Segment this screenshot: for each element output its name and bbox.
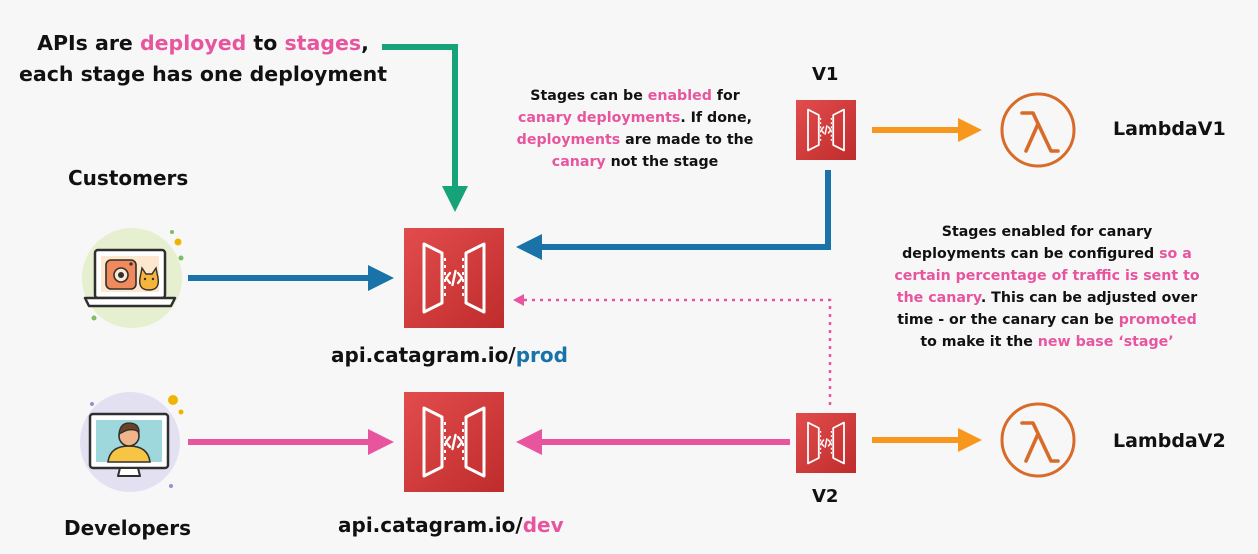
note-highlight: promoted [1118,312,1197,328]
note-text: to make it the [920,334,1038,350]
note-highlight: deployments [516,132,621,148]
note-highlight: enabled [647,88,712,104]
developers-label: Developers [64,516,192,540]
lambda-v1-label: LambdaV1 [1113,118,1226,140]
note-text: not the stage [605,154,719,170]
arrow-green-deploy [382,44,468,212]
note-text: Stages can be [530,88,648,104]
arrow-v1-to-lambda [872,118,982,142]
api-gateway-v1-icon [796,99,856,161]
api-gateway-v2-icon [796,412,856,474]
v1-label: V1 [812,64,839,85]
lambda-v2-label: LambdaV2 [1113,430,1226,452]
title-text: APIs are [37,31,140,55]
title-line-2: each stage has one deployment [18,62,388,86]
arrow-v1-to-prod [516,170,831,260]
note-text: Stages enabled for canary [941,224,1153,240]
endpoint-stage-dev: dev [522,513,564,537]
endpoint-base: api.catagram.io/ [331,343,516,367]
v2-label: V2 [812,486,839,507]
arrow-developers-to-dev [188,429,394,455]
arrow-v2-to-dev [516,429,790,455]
note-text: are made to the [620,132,754,148]
title-highlight-stages: stages [284,31,362,55]
arrow-v2-to-lambda [872,428,982,452]
lambda-v1-icon [1000,92,1076,168]
traffic-split-note: Stages enabled for canary deployments can… [872,221,1222,353]
title-text: , [361,31,369,55]
note-highlight: certain percentage of traffic is sent to [894,268,1200,284]
note-text: time - or the canary can be [897,312,1119,328]
diagram-title: APIs are deployed to stages, each stage h… [18,28,388,90]
note-text: deployments can be configured [902,246,1160,262]
note-text: for [711,88,740,104]
dev-endpoint-label: api.catagram.io/dev [338,513,564,537]
api-gateway-prod-icon [404,228,504,328]
canary-note: Stages can be enabled for canary deployme… [490,85,780,173]
endpoint-base: api.catagram.io/ [338,513,523,537]
customers-label: Customers [68,166,189,190]
note-text: . This can be adjusted over [980,290,1198,306]
prod-endpoint-label: api.catagram.io/prod [331,343,568,367]
customer-laptop-icon [82,228,184,328]
note-highlight: the canary [896,290,981,306]
title-text: to [246,31,285,55]
note-highlight: so a [1159,246,1192,262]
lambda-v2-icon [1000,402,1076,478]
arrow-v2-canary-to-prod [513,294,832,405]
note-highlight: canary [551,154,606,170]
endpoint-stage-prod: prod [515,343,568,367]
note-text: . If done, [680,110,753,126]
developer-monitor-icon [80,392,184,492]
api-gateway-dev-icon [404,392,504,492]
note-highlight: canary deployments [517,110,681,126]
title-highlight-deployed: deployed [139,31,247,55]
arrow-customers-to-prod [188,265,394,291]
note-highlight: new base ‘stage’ [1037,334,1174,350]
